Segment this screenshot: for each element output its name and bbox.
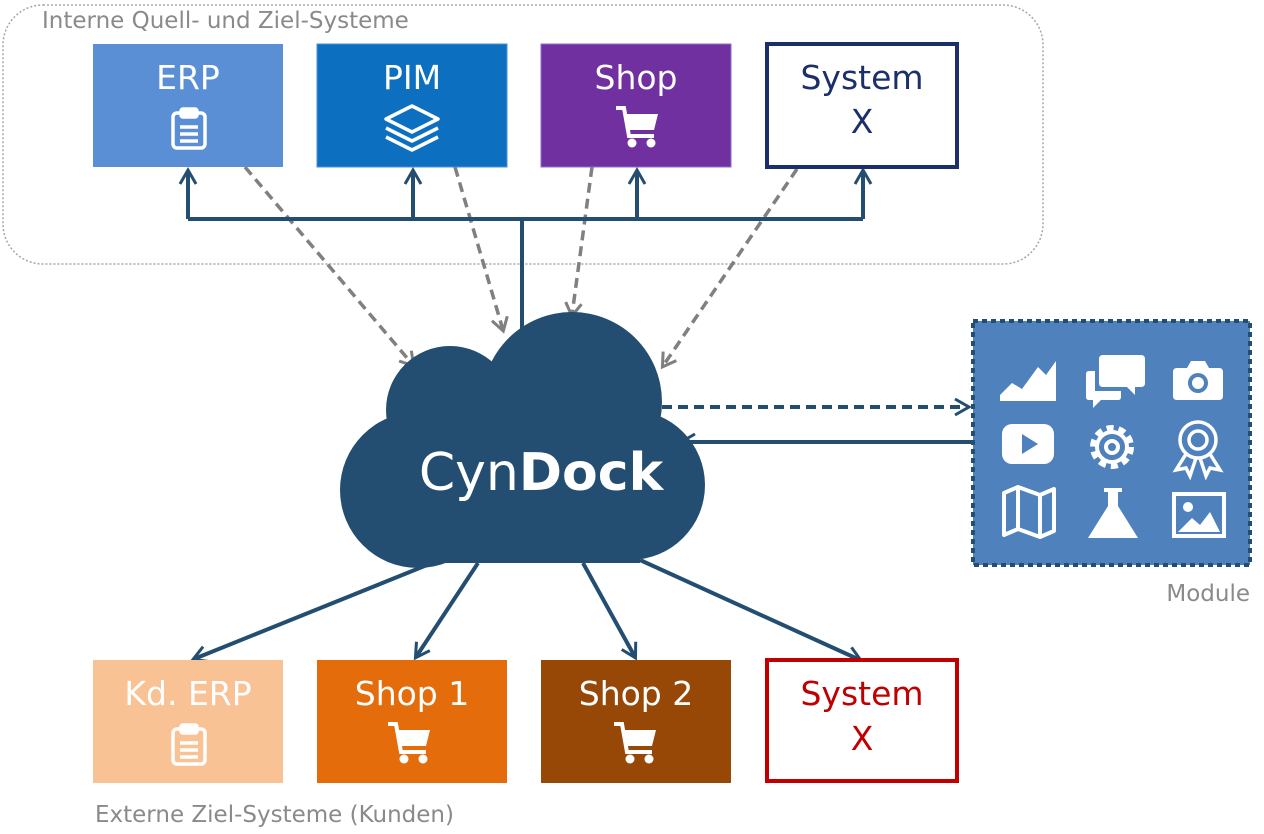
award-ribbon-icon: [1172, 420, 1224, 481]
internal-system-pim: PIM: [316, 43, 508, 168]
internal-system-x-label-line2: X: [851, 102, 874, 141]
modules-panel: [971, 319, 1252, 567]
cyndock-title-bold: Dock: [519, 443, 665, 503]
chat-bubbles-icon: [1086, 355, 1145, 408]
internal-system-shop: Shop: [540, 43, 732, 168]
external-system-x: System X: [765, 658, 959, 783]
clipboard-icon: [171, 107, 207, 150]
external-system-shop-1: Shop 1: [317, 660, 507, 783]
external-system-kd-erp-label: Kd. ERP: [124, 674, 251, 713]
map-icon: [1002, 485, 1056, 539]
camera-icon: [1173, 361, 1223, 400]
modules-label: Module: [1166, 581, 1250, 607]
external-system-x-label-line1: System: [800, 674, 923, 713]
cart-icon: [616, 106, 658, 148]
external-system-x-label-line2: X: [851, 719, 874, 758]
external-systems-label: Externe Ziel-Systeme (Kunden): [95, 802, 454, 828]
video-play-icon: [1002, 424, 1054, 464]
cyndock-title: CynDock: [419, 443, 665, 503]
internal-system-shop-label: Shop: [595, 58, 678, 97]
internal-distribution-bus: [178, 166, 873, 335]
clipboard-icon: [171, 723, 207, 766]
flask-icon: [1088, 488, 1138, 538]
cyndock-cloud: [340, 312, 705, 568]
internal-system-x-label-line1: System: [800, 58, 923, 97]
cart-icon: [614, 722, 656, 764]
internal-system-x: System X: [765, 42, 959, 169]
cyndock-title-light: Cyn: [419, 443, 519, 503]
external-distribution-arrows: [190, 558, 864, 664]
gear-icon: [1090, 425, 1134, 469]
external-system-shop-2-label: Shop 2: [579, 674, 694, 713]
internal-system-erp-label: ERP: [156, 58, 220, 97]
image-icon: [1172, 492, 1226, 538]
external-system-shop-2: Shop 2: [541, 660, 731, 783]
cart-icon: [388, 722, 430, 764]
dashed-sync-arrows: [243, 165, 799, 370]
area-chart-icon: [1000, 361, 1056, 401]
internal-systems-label: Interne Quell- und Ziel-Systeme: [42, 8, 409, 34]
external-system-kd-erp: Kd. ERP: [93, 660, 283, 783]
external-system-shop-1-label: Shop 1: [355, 674, 470, 713]
internal-system-erp: ERP: [93, 44, 283, 167]
internal-system-pim-label: PIM: [383, 58, 441, 97]
layers-icon: [384, 104, 440, 152]
